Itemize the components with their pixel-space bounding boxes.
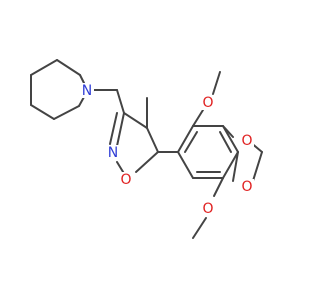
- structure-canvas: N N O O O O O: [30, 59, 263, 239]
- nitrogen-atom-label: N: [82, 83, 92, 99]
- oxygen-atom-label: O: [241, 133, 252, 149]
- piperidine-ring: [30, 59, 85, 120]
- oxygen-atom-label: O: [241, 179, 252, 195]
- nitrogen-atom-label: N: [108, 145, 118, 161]
- methylene-linker: [92, 89, 125, 114]
- methoxy-top: [192, 71, 221, 127]
- oxygen-atom-label: O: [202, 201, 213, 217]
- benzene-ring: [177, 125, 239, 179]
- oxygen-atom-label: O: [120, 172, 131, 188]
- oxygen-atom-label: O: [202, 95, 213, 111]
- molecule-structure: N N O O O O O: [30, 59, 263, 239]
- methoxy-bottom: [192, 177, 224, 239]
- atom-labels: N N O O O O O: [80, 83, 254, 217]
